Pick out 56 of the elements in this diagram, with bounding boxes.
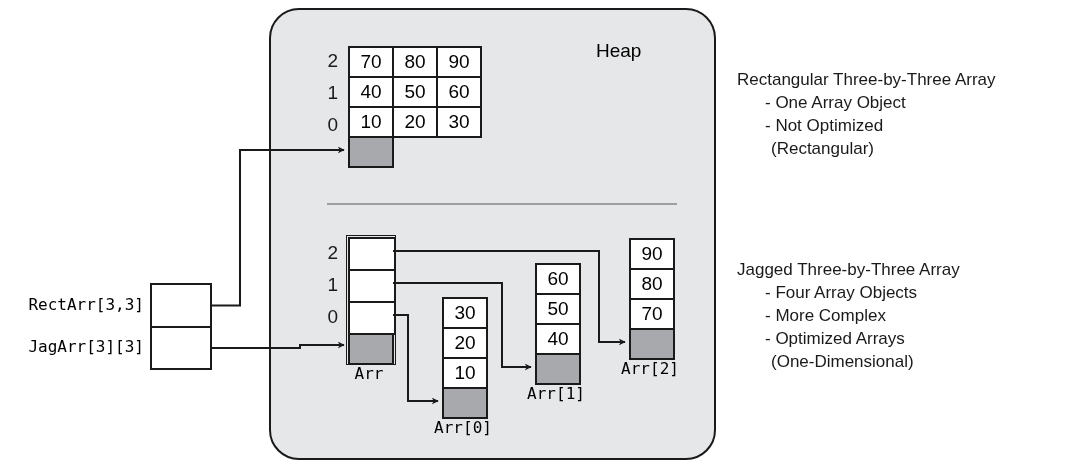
array-value: 10 — [348, 106, 394, 138]
description-item: - Not Optimized — [765, 116, 884, 136]
array-object — [442, 297, 488, 419]
array-value: 60 — [436, 76, 482, 108]
array-value: 20 — [392, 106, 438, 138]
array-value: 70 — [629, 298, 675, 330]
array-value: 20 — [442, 327, 488, 359]
pointer-slot — [150, 283, 212, 328]
array-object — [346, 235, 396, 365]
array-value: 30 — [442, 297, 488, 329]
array-value: 90 — [436, 46, 482, 78]
description-heading: Rectangular Three-by-Three Array — [737, 70, 996, 90]
pointer-slot — [150, 326, 212, 370]
array-object — [535, 263, 581, 385]
description-item: - Four Array Objects — [765, 283, 918, 303]
array-name: Arr — [353, 364, 385, 383]
arrow — [211, 146, 345, 307]
array-value: 80 — [392, 46, 438, 78]
array-object — [629, 238, 675, 360]
array-value: 80 — [629, 268, 675, 300]
array-value: 50 — [535, 293, 581, 325]
pointer-slot — [348, 237, 396, 271]
array-value: 40 — [348, 76, 394, 108]
variable-name: RectArr[3,3] — [28, 294, 144, 314]
pointer-slot — [348, 301, 396, 335]
row-index: 2 — [326, 242, 338, 264]
array-name: Arr[2] — [620, 359, 680, 378]
row-index: 1 — [326, 82, 338, 104]
array-value: 60 — [535, 263, 581, 295]
arrow — [392, 314, 439, 405]
description-item: (One-Dimensional) — [771, 352, 914, 372]
row-index: 2 — [326, 50, 338, 72]
variable-name: JagArr[3][3] — [28, 337, 144, 356]
array-value: 30 — [436, 106, 482, 138]
array-value: 10 — [442, 357, 488, 389]
arrow — [392, 282, 532, 371]
array-value: 40 — [535, 323, 581, 355]
array-name: Arr[0] — [433, 418, 493, 437]
array-value: 90 — [629, 238, 675, 270]
description-heading: Jagged Three-by-Three Array — [737, 260, 960, 280]
description-item: - Optimized Arrays — [765, 329, 905, 349]
description-item: (Rectangular) — [771, 139, 874, 159]
description-item: - One Array Object — [765, 93, 906, 113]
array-value: 50 — [392, 76, 438, 108]
arrow — [211, 341, 345, 349]
region-title: Heap — [596, 40, 642, 62]
array-name: Arr[1] — [526, 384, 586, 403]
description-item: - More Complex — [765, 306, 886, 326]
heap-region — [269, 8, 716, 460]
row-index: 1 — [326, 274, 338, 296]
row-index: 0 — [326, 306, 338, 328]
pointer-slot — [348, 269, 396, 303]
array-value: 70 — [348, 46, 394, 78]
row-index: 0 — [326, 114, 338, 136]
arrow — [392, 250, 626, 346]
array-object — [348, 46, 482, 168]
